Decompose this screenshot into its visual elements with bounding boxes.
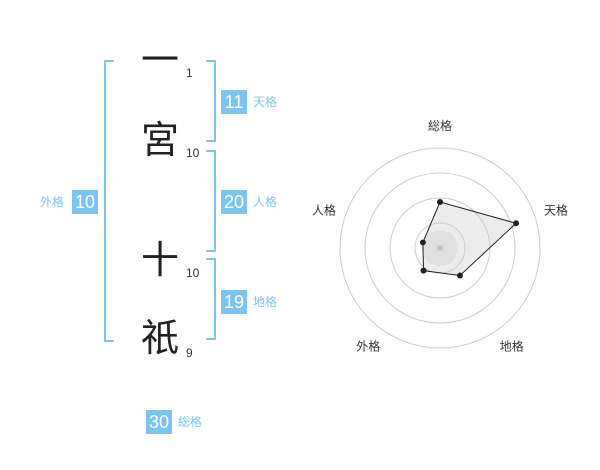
name-char-2: 宮 [140,118,179,162]
stroke-count-4: 9 [186,346,193,360]
gaikaku-bracket [104,60,114,342]
stroke-count-1: 1 [186,66,193,80]
chikaku-label: 地格 [253,295,278,309]
radar-axis-label: 地格 [500,339,524,354]
name-char-3: 十 [140,238,179,282]
radar-point-2 [513,220,520,227]
radar-point-4 [420,267,427,274]
jinkaku-value: 20 [221,190,247,214]
radar-axis-label: 天格 [544,202,568,217]
chikaku-value: 19 [221,290,247,314]
radar-axis-label: 人格 [312,202,336,217]
soukaku-value: 30 [146,410,172,434]
tenkaku-value: 11 [221,90,247,114]
tenkaku-bracket [206,60,216,142]
gaikaku-label: 外格 [40,195,65,209]
jinkaku-label: 人格 [253,195,278,209]
jinkaku-bracket [206,150,216,252]
soukaku-label: 総格 [178,415,203,429]
radar-ring [364,172,516,324]
name-char-1: 一 [140,38,179,82]
radar-center-dot [437,245,443,251]
radar-point-5 [419,239,426,246]
chikaku-bracket [206,258,216,340]
radar-axis-label: 総格 [428,118,452,133]
radar-axis-label: 外格 [356,339,380,354]
gaikaku-value: 10 [72,190,98,214]
radar-ring [339,147,541,349]
stroke-count-2: 10 [186,146,200,160]
stroke-count-3: 10 [186,266,200,280]
radar-point-3 [456,272,463,279]
tenkaku-label: 天格 [253,95,278,109]
radar-polygon [422,201,518,277]
name-char-4: 祇 [140,316,179,360]
radar-point-1 [437,199,443,205]
